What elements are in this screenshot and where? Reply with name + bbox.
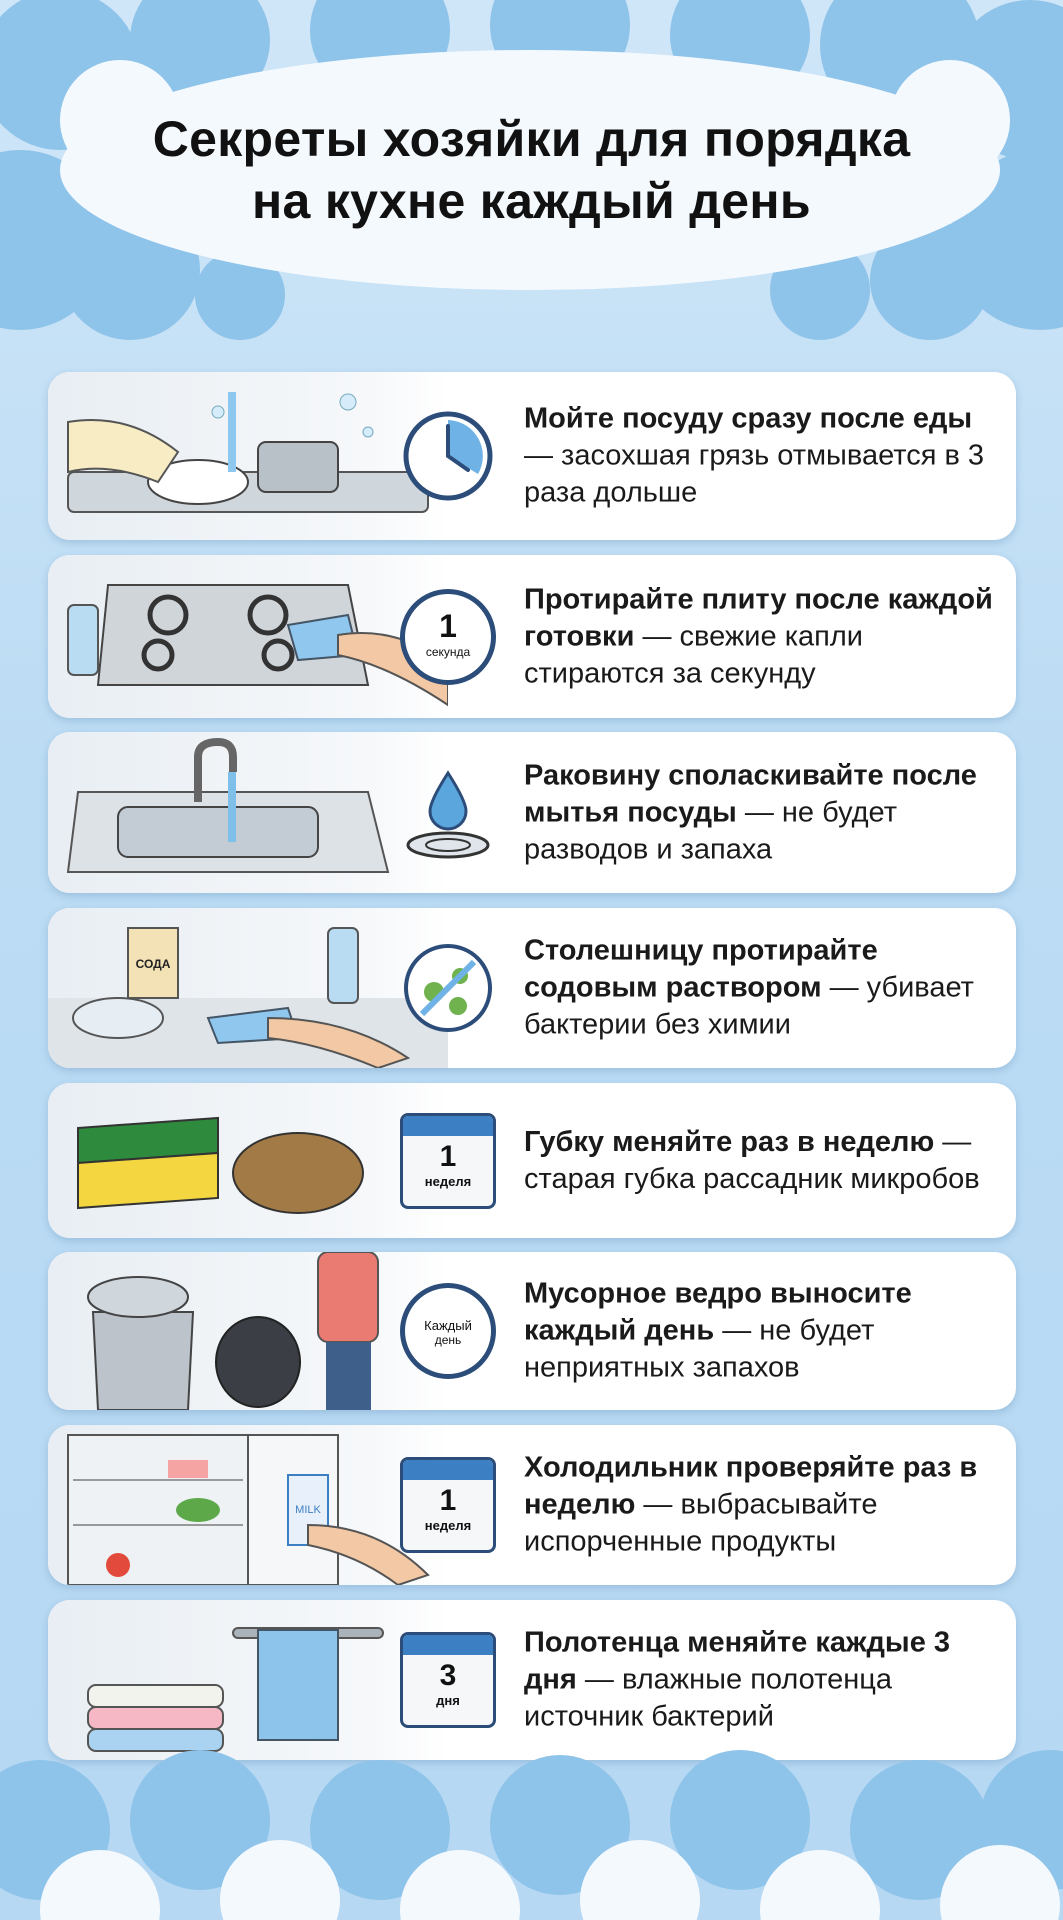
badge-number: 1 bbox=[439, 1484, 457, 1517]
tip-card-dishes: Мойте посуду сразу после еды — засохшая … bbox=[48, 372, 1016, 540]
badge-number: 1 bbox=[439, 607, 457, 644]
tip-text: Раковину споласкивайте после мытья посуд… bbox=[524, 759, 977, 865]
tip-text: Мусорное ведро выносите каждый день — не… bbox=[524, 1277, 912, 1384]
tip-text: Протирайте плиту после каждой готовки — … bbox=[524, 583, 993, 689]
sponge-illustration bbox=[48, 1083, 448, 1238]
tip-card-countertop: СОДА Столешницу протирайте содовым раств… bbox=[48, 908, 1016, 1068]
badge-number: 3 bbox=[439, 1659, 457, 1692]
badge-label-top: Каждый bbox=[424, 1318, 472, 1333]
page-title: Секреты хозяйки для порядка на кухне каж… bbox=[0, 108, 1063, 232]
tip-card-fridge: MILK 1 неделя Холодильник проверяйте раз… bbox=[48, 1425, 1016, 1585]
clock-icon: Каждый день bbox=[400, 1283, 496, 1379]
calendar-icon: 3 дня bbox=[400, 1632, 496, 1728]
trash-bin-illustration bbox=[48, 1252, 448, 1410]
tip-card-towels: 3 дня Полотенца меняйте каждые 3 дня — в… bbox=[48, 1600, 1016, 1760]
stove-cleaning-illustration bbox=[48, 555, 448, 718]
clouds-top bbox=[0, 0, 1063, 340]
sink-illustration bbox=[48, 732, 448, 893]
calendar-icon: 1 неделя bbox=[400, 1112, 496, 1209]
tip-text: Мойте посуду сразу после еды — засохшая … bbox=[524, 402, 985, 509]
tip-text: Холодильник проверяйте раз в неделю — вы… bbox=[524, 1451, 978, 1558]
soda-box-label: СОДА bbox=[136, 957, 171, 971]
badge-number: 1 bbox=[439, 1139, 457, 1173]
badge-label: неделя bbox=[424, 1173, 472, 1189]
tip-card-trash: Каждый день Мусорное ведро выносите кажд… bbox=[48, 1252, 1016, 1410]
badge-label: дня bbox=[436, 1693, 460, 1708]
tip-card-sink: Раковину споласкивайте после мытья посуд… bbox=[48, 732, 1016, 893]
stopwatch-icon: 1 секунда bbox=[400, 588, 496, 685]
towels-illustration bbox=[48, 1600, 448, 1760]
dish-washing-illustration bbox=[48, 372, 448, 540]
fridge-illustration: MILK bbox=[48, 1425, 448, 1585]
no-bacteria-icon bbox=[404, 944, 492, 1032]
calendar-icon: 1 неделя bbox=[400, 1457, 496, 1553]
tip-text: Губку меняйте раз в неделю — старая губк… bbox=[524, 1125, 980, 1195]
milk-label: MILK bbox=[295, 1504, 321, 1516]
tip-text: Полотенца меняйте каждые 3 дня — влажные… bbox=[524, 1626, 951, 1733]
countertop-illustration: СОДА bbox=[48, 908, 448, 1068]
badge-label: секунда bbox=[425, 644, 471, 659]
badge-label: день bbox=[434, 1333, 462, 1347]
clouds-bottom bbox=[0, 1750, 1063, 1920]
water-drop-drain-icon bbox=[406, 769, 490, 858]
tip-card-stove: 1 секунда Протирайте плиту после каждой … bbox=[48, 555, 1016, 718]
title-line-2: на кухне каждый день bbox=[252, 173, 811, 229]
title-line-1: Секреты хозяйки для порядка bbox=[152, 111, 911, 167]
tip-text: Столешницу протирайте содовым раствором … bbox=[524, 934, 974, 1041]
clock-icon bbox=[403, 411, 493, 501]
badge-label: неделя bbox=[424, 1518, 472, 1533]
tip-card-sponge: 1 неделя Губку меняйте раз в неделю — ст… bbox=[48, 1083, 1016, 1238]
